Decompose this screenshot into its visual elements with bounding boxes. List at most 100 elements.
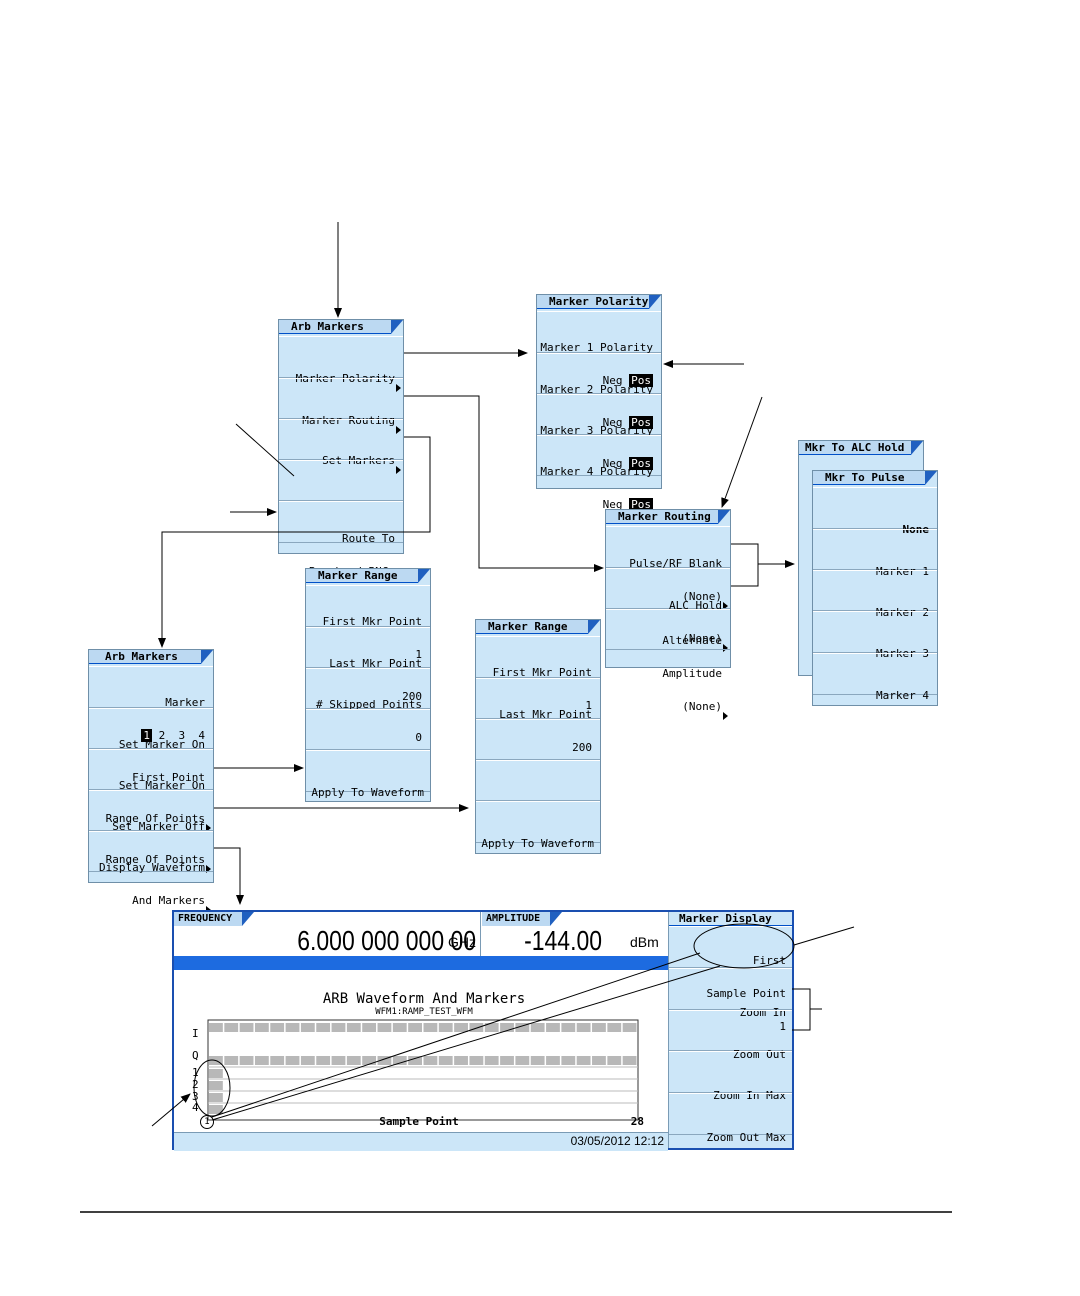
marker-select-softkey[interactable]: Marker 1 2 3 4 xyxy=(89,666,213,742)
pos-option-selected: Pos xyxy=(629,498,653,511)
set-marker-on-first-point-softkey[interactable]: Set Marker On First Point xyxy=(89,708,213,783)
marker-2-softkey[interactable]: Marker 2 xyxy=(813,570,937,618)
arb-markers-menu-bottom: Arb Markers Marker 1 2 3 4 Set Marker On… xyxy=(88,649,214,914)
first-mkr-point-softkey[interactable]: First Mkr Point 1 xyxy=(476,636,600,711)
marker-2-polarity-softkey[interactable]: Marker 2 Polarity Neg Pos xyxy=(537,353,661,429)
skipped-points-softkey[interactable]: # Skipped Points 0 xyxy=(306,668,430,743)
key-label: Range Of Points xyxy=(105,853,205,866)
last-mkr-point-softkey[interactable]: Last Mkr Point 200 xyxy=(476,678,600,753)
menu-title: Mkr To ALC Hold xyxy=(799,441,923,455)
q-sample-block xyxy=(254,1056,269,1065)
zoom-in-max-softkey[interactable]: Zoom In Max xyxy=(669,1051,792,1101)
key-label: Apply To Waveform xyxy=(311,786,424,799)
i-sample-block xyxy=(469,1023,484,1032)
i-sample-block xyxy=(592,1023,606,1032)
alternate-amplitude-softkey[interactable]: Alternate Amplitude (None) xyxy=(606,609,730,720)
q-sample-block xyxy=(300,1056,315,1065)
key-label: Last Mkr Point xyxy=(329,657,422,670)
alc-hold-softkey[interactable]: ALC Hold (None) xyxy=(606,568,730,652)
marker-3-softkey[interactable]: Marker 3 xyxy=(813,611,937,659)
key-label: Marker 1 xyxy=(876,565,929,578)
q-sample-block xyxy=(316,1056,331,1065)
key-value: 200 xyxy=(402,690,422,703)
set-markers-softkey[interactable]: Set Markers xyxy=(279,419,403,474)
blank-softkey[interactable] xyxy=(476,760,600,801)
apply-to-waveform-softkey[interactable]: Apply To Waveform xyxy=(476,801,600,849)
pulse-rf-blank-softkey[interactable]: Pulse/RF Blank (None) xyxy=(606,526,730,610)
zoom-in-softkey[interactable]: Zoom In xyxy=(669,968,792,1018)
pos-option-selected: Pos xyxy=(629,374,653,387)
display-waveform-and-markers-softkey[interactable]: Display Waveform And Markers xyxy=(89,831,213,914)
marker-4-softkey[interactable]: Marker 4 xyxy=(813,653,937,701)
marker-routing-softkey[interactable]: Marker Routing xyxy=(279,378,403,434)
key-value: (None) xyxy=(682,590,722,603)
marker-3-polarity-softkey[interactable]: Marker 3 Polarity Neg Pos xyxy=(537,394,661,470)
q-sample-block xyxy=(607,1056,622,1065)
marker-sample-block xyxy=(209,1093,223,1102)
marker-4-polarity-softkey[interactable]: Marker 4 Polarity Neg Pos xyxy=(537,435,661,511)
key-label: Sample Point xyxy=(706,987,786,1000)
set-marker-off-range-softkey[interactable]: Set Marker Off Range Of Points xyxy=(89,790,213,873)
key-label: Last Mkr Point xyxy=(499,708,592,721)
route-to-baseband-bncs-softkey[interactable]: Route To Baseband BNCs xyxy=(279,501,403,585)
q-sample-block xyxy=(592,1056,606,1065)
marker-option: 4 xyxy=(198,729,205,742)
marker-routing-menu: Marker Routing Pulse/RF Blank (None) ALC… xyxy=(605,509,731,720)
q-sample-block xyxy=(209,1056,223,1065)
arb-markers-menu-top: Arb Markers Marker Polarity Marker Routi… xyxy=(278,319,404,585)
marker-1-polarity-softkey[interactable]: Marker 1 Polarity Neg Pos xyxy=(537,311,661,387)
key-label: Marker 4 Polarity xyxy=(540,465,653,478)
first-sample-point-softkey[interactable]: First Sample Point 1 xyxy=(669,926,792,1032)
q-sample-block xyxy=(469,1056,484,1065)
neg-option: Neg xyxy=(602,457,623,470)
q-sample-block xyxy=(346,1056,361,1065)
key-value: 1 xyxy=(779,1020,786,1033)
key-label: Apply To Waveform xyxy=(481,837,594,850)
amplitude-label: AMPLITUDE xyxy=(482,912,550,926)
menu-title: Marker Range xyxy=(306,569,430,583)
blank-softkey[interactable] xyxy=(279,460,403,501)
row-label-marker-4: 4 xyxy=(192,1101,199,1114)
set-marker-on-range-softkey[interactable]: Set Marker On Range Of Points xyxy=(89,749,213,832)
neg-option: Neg xyxy=(602,498,623,511)
zoom-out-softkey[interactable]: Zoom Out xyxy=(669,1010,792,1060)
softkey-title: Marker Display xyxy=(669,912,793,926)
frequency-unit: GHz xyxy=(448,934,476,950)
marker-polarity-softkey[interactable]: Marker Polarity xyxy=(279,336,403,392)
key-value: (None) xyxy=(682,700,722,713)
i-sample-block xyxy=(576,1023,591,1032)
marker-polarity-menu: Marker Polarity Marker 1 Polarity Neg Po… xyxy=(536,294,662,511)
i-sample-block xyxy=(362,1023,377,1032)
last-mkr-point-softkey[interactable]: Last Mkr Point 200 xyxy=(306,627,430,702)
pos-option-selected: Pos xyxy=(629,457,653,470)
key-label: Zoom In xyxy=(739,1006,786,1019)
key-label: And Markers xyxy=(132,894,205,907)
blank-softkey[interactable] xyxy=(306,709,430,750)
blank-softkey[interactable] xyxy=(476,719,600,760)
zoom-out-max-softkey[interactable]: Zoom Out Max xyxy=(669,1093,792,1143)
q-sample-block xyxy=(454,1056,468,1065)
frequency-label-tab xyxy=(242,912,254,926)
none-softkey[interactable]: None xyxy=(813,487,937,535)
marker-display-screen: FREQUENCY 6.000 000 000 00 GHz AMPLITUDE… xyxy=(172,910,794,1151)
datetime: 03/05/2012 12:12 xyxy=(570,1134,664,1148)
key-label: First Mkr Point xyxy=(322,615,422,628)
i-sample-block xyxy=(392,1023,407,1032)
x-axis-label: Sample Point xyxy=(379,1115,459,1128)
key-label: Marker 2 xyxy=(876,606,929,619)
key-label: Zoom In Max xyxy=(713,1089,786,1102)
i-sample-block xyxy=(316,1023,331,1032)
first-mkr-point-softkey[interactable]: First Mkr Point 1 xyxy=(306,585,430,660)
i-sample-block xyxy=(484,1023,499,1032)
key-value: 1 xyxy=(585,699,592,712)
q-sample-block xyxy=(484,1056,499,1065)
q-sample-block xyxy=(331,1056,346,1065)
marker-1-softkey[interactable]: Marker 1 xyxy=(813,529,937,577)
key-label: Alternate xyxy=(662,634,722,647)
q-sample-block xyxy=(500,1056,514,1065)
neg-option: Neg xyxy=(602,374,623,387)
i-sample-block xyxy=(438,1023,453,1032)
i-sample-block xyxy=(515,1023,530,1032)
marker-display-softkey-panel: Marker Display First Sample Point 1 Zoom… xyxy=(668,912,793,1148)
apply-to-waveform-softkey[interactable]: Apply To Waveform xyxy=(306,750,430,798)
